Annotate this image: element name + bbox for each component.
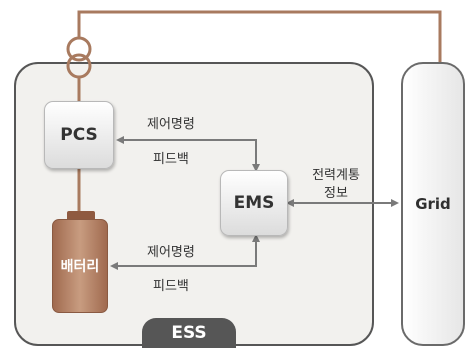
ess-tab: ESS <box>142 318 236 348</box>
battery-ems-feedback-label: 피드백 <box>153 279 189 294</box>
battery-label: 배터리 <box>60 259 100 275</box>
ems-grid-label-line2: 정보 <box>324 186 348 201</box>
grid-node: Grid <box>401 62 465 346</box>
ems-grid-label-line1: 전력계통 <box>312 168 360 183</box>
ems-label: EMS <box>233 193 275 213</box>
pcs-ems-feedback-label: 피드백 <box>153 152 189 167</box>
ess-label: ESS <box>171 323 207 343</box>
ems-node: EMS <box>220 170 288 236</box>
transformer-coil-lower <box>66 53 92 79</box>
pcs-ems-command-label: 제어명령 <box>147 117 195 132</box>
battery-terminal <box>67 211 95 221</box>
power-line-to-grid <box>77 10 442 62</box>
grid-label: Grid <box>415 195 451 213</box>
battery-ems-command-label: 제어명령 <box>147 245 195 260</box>
pcs-ems-arrow <box>116 136 260 172</box>
pcs-label: PCS <box>60 125 98 145</box>
transformer-coil-upper <box>66 36 92 62</box>
battery-node: 배터리 <box>52 219 108 313</box>
battery-ems-arrow <box>110 234 260 270</box>
pcs-node: PCS <box>44 101 114 169</box>
